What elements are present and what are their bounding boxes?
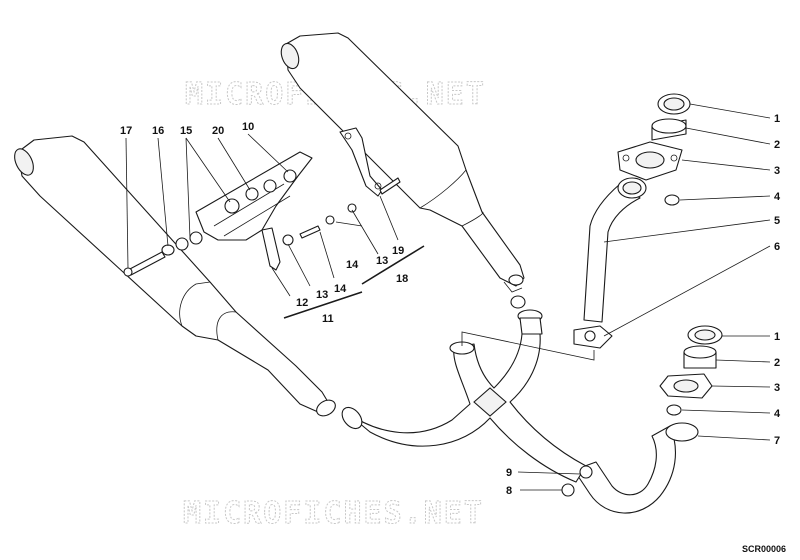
- callout-16: 16: [152, 125, 164, 137]
- right-bracket-assembly: [339, 127, 401, 213]
- drawing-code: SCR00006: [742, 544, 786, 554]
- callout-5: 5: [774, 215, 780, 227]
- callout-2-upper: 2: [774, 139, 780, 151]
- group-bar-11: [283, 291, 363, 319]
- group-bar-18: [361, 245, 425, 285]
- rear-header-assembly: [573, 93, 691, 349]
- callout-3-lower: 3: [774, 382, 780, 394]
- watermark-bottom: MICROFICHES.NET: [183, 496, 484, 531]
- callout-labels: 17 16 15 20 10 12 13 14 11 14 13 19 18 1…: [120, 113, 781, 497]
- callout-18: 18: [396, 273, 408, 285]
- callout-3-upper: 3: [774, 165, 780, 177]
- callout-19: 19: [392, 245, 404, 257]
- front-header-assembly: [341, 309, 723, 514]
- leader-lines: [125, 103, 771, 491]
- callout-4-lower: 4: [774, 408, 781, 420]
- callout-15: 15: [180, 125, 192, 137]
- upper-silencer: [280, 32, 526, 309]
- callout-4-upper: 4: [774, 191, 781, 203]
- callout-14-left: 14: [334, 283, 347, 295]
- callout-11: 11: [322, 313, 334, 325]
- callout-8: 8: [506, 485, 512, 497]
- left-bracket-assembly: [123, 151, 335, 277]
- lower-silencer: [14, 135, 336, 417]
- callout-9: 9: [506, 467, 512, 479]
- callout-7: 7: [774, 435, 780, 447]
- callout-13-right: 13: [376, 255, 388, 267]
- callout-2-lower: 2: [774, 357, 780, 369]
- callout-6: 6: [774, 241, 780, 253]
- callout-14-right: 14: [346, 259, 359, 271]
- callout-10: 10: [242, 121, 254, 133]
- callout-13-left: 13: [316, 289, 328, 301]
- callout-1-lower: 1: [774, 331, 780, 343]
- callout-1-upper: 1: [774, 113, 780, 125]
- callout-20: 20: [212, 125, 224, 137]
- callout-12: 12: [296, 297, 308, 309]
- callout-17: 17: [120, 125, 132, 137]
